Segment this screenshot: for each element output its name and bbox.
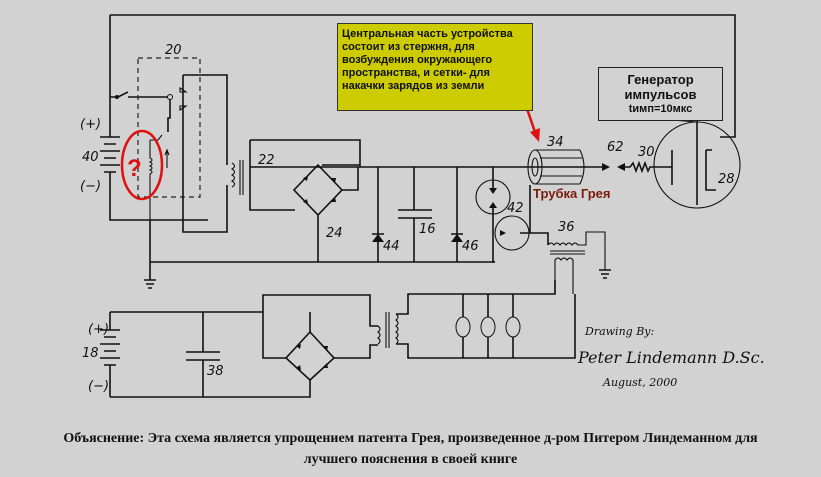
label-34: 34 xyxy=(547,135,564,150)
label-24: 24 xyxy=(326,226,343,241)
switch xyxy=(110,91,171,132)
caption-line1: Объяснение: Эта схема является упрощение… xyxy=(63,431,758,446)
minus-label-lower: (−) xyxy=(88,379,109,394)
capacitor-38 xyxy=(186,312,220,397)
feedback-wire xyxy=(110,14,736,138)
pulse-generator-box: Генератор импульсов tимп=10мкс xyxy=(598,67,723,121)
explanation-note: Центральная часть устройства состоит из … xyxy=(337,23,533,111)
label-44: 44 xyxy=(383,239,400,254)
plus-label-lower: (+) xyxy=(88,322,109,337)
battery-40 xyxy=(100,15,208,221)
label-42: 42 xyxy=(507,201,524,216)
label-46: 46 xyxy=(462,239,479,254)
minus-label: (−) xyxy=(80,179,101,194)
transformer-lower xyxy=(377,280,576,359)
relay-box-20 xyxy=(137,57,201,198)
label-28: 28 xyxy=(718,172,735,187)
generator-line1: Генератор xyxy=(627,72,694,87)
gray-tube-34 xyxy=(527,149,585,185)
lower-wires xyxy=(110,294,378,398)
transformer-36 xyxy=(547,231,611,294)
ground-left xyxy=(144,220,156,289)
bridge-rectifier-lower xyxy=(284,312,378,382)
question-mark: ? xyxy=(127,155,142,182)
signature-name: Peter Lindemann D.Sc. xyxy=(578,348,765,367)
bridge-rectifier-24 xyxy=(292,163,359,262)
caption-line2: лучшего пояснения в своей книге xyxy=(303,452,518,467)
label-30: 30 xyxy=(638,145,655,160)
question-annotation xyxy=(120,129,164,201)
label-18: 18 xyxy=(82,346,99,361)
plus-label: (+) xyxy=(80,117,101,132)
transformer-22 xyxy=(230,139,361,211)
pulse-tube-28 xyxy=(653,120,741,209)
generator-line2: импульсов xyxy=(624,87,697,102)
caption: Объяснение: Эта схема является упрощение… xyxy=(0,428,821,470)
generator-line3: tимп=10мкс xyxy=(628,103,693,115)
capacitor-16 xyxy=(398,167,432,262)
resistor-30 xyxy=(625,160,672,174)
label-20: 20 xyxy=(165,43,182,58)
label-36: 36 xyxy=(558,220,575,235)
battery-18 xyxy=(100,312,120,397)
relay-coil xyxy=(148,134,170,220)
spark-gaps-42 xyxy=(475,167,549,263)
signature-date: August, 2000 xyxy=(603,376,678,389)
lamps xyxy=(455,294,521,358)
signature-drawing-by: Drawing By: xyxy=(585,325,655,338)
relay-contact-wires xyxy=(182,74,228,233)
label-40: 40 xyxy=(82,150,99,165)
label-22: 22 xyxy=(258,153,275,168)
tube-label: Трубка Грея xyxy=(533,186,611,201)
label-62: 62 xyxy=(607,140,624,155)
label-16: 16 xyxy=(419,222,436,237)
label-38: 38 xyxy=(207,364,224,379)
